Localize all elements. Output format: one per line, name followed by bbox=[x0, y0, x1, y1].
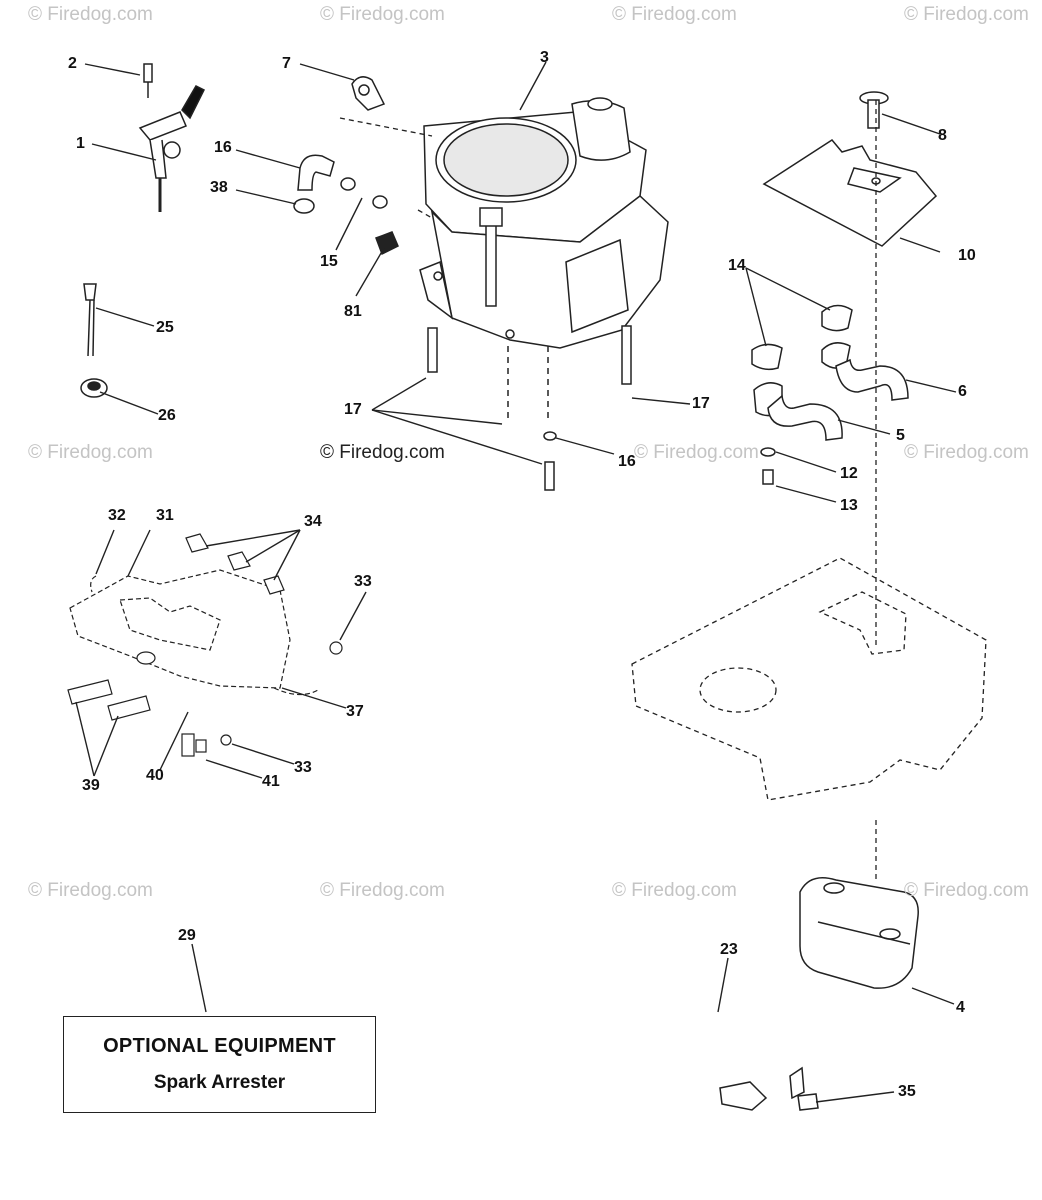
watermark: © Firedog.com bbox=[320, 880, 445, 901]
fuel-fittings-part bbox=[293, 154, 399, 256]
callout-15: 16 bbox=[214, 139, 232, 156]
callout-81: 81 bbox=[344, 303, 362, 320]
callout-35: 35 bbox=[898, 1083, 916, 1100]
callout-14: 15 bbox=[320, 253, 338, 270]
callout-4: 4 bbox=[956, 999, 965, 1016]
spark-arrester-part bbox=[719, 1066, 819, 1111]
watermark: © Firedog.com bbox=[904, 880, 1029, 901]
fuel-clamp-part bbox=[351, 76, 386, 111]
callout-33: 33 bbox=[354, 573, 372, 590]
callout-6: 6 bbox=[958, 383, 967, 400]
throttle-control-part bbox=[138, 63, 206, 212]
callout-16: 16 bbox=[618, 453, 636, 470]
optional-equipment-title: OPTIONAL EQUIPMENT bbox=[103, 1035, 336, 1057]
callout-33: 33 bbox=[294, 759, 312, 776]
callout-17: 17 bbox=[692, 395, 710, 412]
watermark-center: © Firedog.com bbox=[320, 442, 445, 463]
leader-lines bbox=[75, 61, 957, 1103]
heat-shield-bolt-part bbox=[859, 91, 889, 129]
callout-40: 40 bbox=[146, 767, 164, 784]
callout-32: 32 bbox=[108, 507, 126, 524]
callout-5: 5 bbox=[896, 427, 905, 444]
exhaust-bracket-assembly-part bbox=[69, 569, 319, 696]
watermark: © Firedog.com bbox=[634, 442, 759, 463]
callout-10: 10 bbox=[958, 247, 976, 264]
spacer-blocks-part bbox=[67, 533, 343, 757]
callout-39: 39 bbox=[82, 777, 100, 794]
callout-1: 2 bbox=[68, 55, 77, 72]
callout-29: 29 bbox=[178, 927, 196, 944]
callout-31: 31 bbox=[156, 507, 174, 524]
chassis-frame-part bbox=[339, 100, 987, 880]
callout-41: 41 bbox=[262, 773, 280, 790]
callout-1: 1 bbox=[76, 135, 85, 152]
callout-17: 17 bbox=[344, 401, 362, 418]
spark-arrester-label: Spark Arrester bbox=[153, 1072, 286, 1093]
callout-8: 8 bbox=[938, 127, 947, 144]
callout-25: 25 bbox=[156, 319, 174, 336]
callout-26: 26 bbox=[158, 407, 176, 424]
mounting-bolts-part bbox=[427, 325, 632, 491]
callout-11: 12 bbox=[840, 465, 858, 482]
watermark: © Firedog.com bbox=[28, 880, 153, 901]
callout-23: 23 bbox=[720, 941, 738, 958]
muffler-part bbox=[799, 877, 919, 989]
callout-13: 14 bbox=[728, 257, 746, 274]
optional-equipment-box: OPTIONAL EQUIPMENT Spark Arrester bbox=[63, 1016, 376, 1113]
exhaust-pipes-part bbox=[751, 304, 909, 485]
callout-12: 13 bbox=[840, 497, 858, 514]
watermark: © Firedog.com bbox=[612, 4, 737, 25]
callout-37: 37 bbox=[346, 703, 364, 720]
watermark: © Firedog.com bbox=[320, 4, 445, 25]
spark-plug-clip-part bbox=[83, 283, 97, 357]
watermark: © Firedog.com bbox=[612, 880, 737, 901]
hex-nut-part bbox=[80, 378, 108, 398]
engine-part bbox=[419, 97, 669, 349]
callout-38: 38 bbox=[210, 179, 228, 196]
watermark: © Firedog.com bbox=[904, 4, 1029, 25]
callout-7: 7 bbox=[282, 55, 291, 72]
callout-3: 3 bbox=[540, 49, 549, 66]
callout-34: 34 bbox=[304, 513, 322, 530]
watermark: © Firedog.com bbox=[28, 4, 153, 25]
heat-shield-part bbox=[762, 139, 938, 247]
watermark: © Firedog.com bbox=[28, 442, 153, 463]
watermark: © Firedog.com bbox=[904, 442, 1029, 463]
